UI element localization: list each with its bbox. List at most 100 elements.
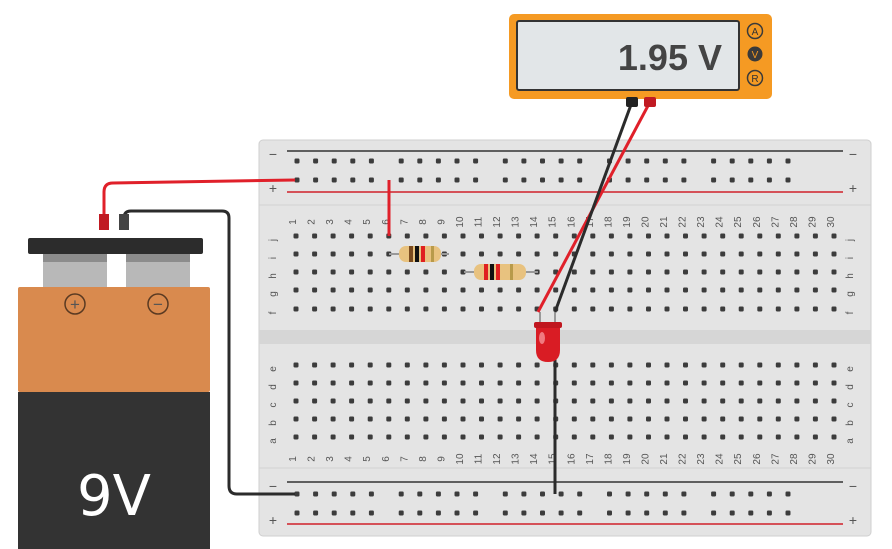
terminal-hole[interactable] [646, 306, 651, 312]
rail-hole[interactable] [711, 510, 717, 516]
terminal-hole[interactable] [757, 233, 763, 239]
terminal-hole[interactable] [775, 306, 781, 312]
probe-jack-black[interactable] [626, 97, 638, 107]
rail-hole[interactable] [625, 158, 631, 164]
wire-battery-positive-to-rail[interactable] [102, 178, 296, 222]
terminal-hole[interactable] [720, 398, 726, 404]
terminal-hole[interactable] [386, 434, 392, 440]
multimeter[interactable]: 1.95 V A V R [509, 14, 772, 107]
rail-hole[interactable] [417, 158, 423, 164]
terminal-hole[interactable] [367, 306, 373, 312]
terminal-hole[interactable] [646, 434, 651, 440]
rail-hole[interactable] [350, 158, 356, 164]
terminal-hole[interactable] [330, 233, 336, 239]
rail-hole[interactable] [748, 491, 754, 497]
terminal-hole[interactable] [349, 398, 355, 404]
terminal-hole[interactable] [534, 434, 540, 440]
rail-hole[interactable] [313, 491, 319, 497]
rail-hole[interactable] [331, 491, 337, 497]
terminal-hole[interactable] [627, 269, 633, 275]
probe-jack-red[interactable] [644, 97, 656, 107]
rail-hole[interactable] [577, 491, 583, 497]
terminal-hole[interactable] [794, 434, 800, 440]
rail-hole[interactable] [748, 177, 754, 183]
terminal-hole[interactable] [386, 398, 392, 404]
terminal-hole[interactable] [553, 233, 559, 239]
rail-hole[interactable] [454, 177, 460, 183]
rail-hole[interactable] [662, 491, 668, 497]
battery-snap-connector[interactable] [28, 238, 203, 254]
terminal-hole[interactable] [553, 287, 559, 293]
terminal-hole[interactable] [775, 398, 781, 404]
terminal-hole[interactable] [683, 269, 688, 275]
terminal-hole[interactable] [534, 362, 540, 368]
terminal-hole[interactable] [646, 380, 651, 386]
terminal-hole[interactable] [571, 306, 577, 312]
terminal-hole[interactable] [701, 251, 707, 257]
terminal-hole[interactable] [757, 380, 763, 386]
rail-hole[interactable] [294, 510, 300, 516]
terminal-hole[interactable] [812, 306, 818, 312]
terminal-hole[interactable] [738, 362, 744, 368]
terminal-hole[interactable] [664, 416, 670, 422]
terminal-hole[interactable] [831, 306, 837, 312]
terminal-hole[interactable] [293, 251, 299, 257]
terminal-hole[interactable] [534, 380, 540, 386]
terminal-hole[interactable] [571, 233, 577, 239]
terminal-hole[interactable] [775, 416, 781, 422]
terminal-hole[interactable] [349, 380, 355, 386]
rail-hole[interactable] [729, 510, 735, 516]
terminal-hole[interactable] [646, 287, 651, 293]
rail-hole[interactable] [521, 158, 527, 164]
terminal-hole[interactable] [701, 233, 707, 239]
terminal-hole[interactable] [460, 251, 466, 257]
rail-hole[interactable] [711, 158, 717, 164]
rail-hole[interactable] [577, 177, 583, 183]
rail-hole[interactable] [681, 177, 687, 183]
terminal-hole[interactable] [608, 269, 614, 275]
terminal-hole[interactable] [349, 287, 355, 293]
rail-hole[interactable] [644, 158, 650, 164]
terminal-hole[interactable] [571, 287, 577, 293]
terminal-hole[interactable] [627, 398, 633, 404]
terminal-hole[interactable] [497, 306, 503, 312]
rail-hole[interactable] [368, 177, 374, 183]
terminal-hole[interactable] [423, 398, 429, 404]
terminal-hole[interactable] [831, 398, 837, 404]
rail-hole[interactable] [681, 510, 687, 516]
rail-hole[interactable] [398, 158, 404, 164]
rail-hole[interactable] [785, 177, 791, 183]
rail-hole[interactable] [417, 177, 423, 183]
terminal-hole[interactable] [423, 380, 429, 386]
terminal-hole[interactable] [293, 380, 299, 386]
rail-hole[interactable] [435, 158, 441, 164]
terminal-hole[interactable] [516, 380, 522, 386]
terminal-hole[interactable] [757, 416, 763, 422]
terminal-hole[interactable] [627, 306, 633, 312]
terminal-hole[interactable] [293, 398, 299, 404]
terminal-hole[interactable] [423, 306, 429, 312]
terminal-hole[interactable] [646, 251, 651, 257]
terminal-hole[interactable] [738, 416, 744, 422]
rail-hole[interactable] [607, 510, 612, 516]
rail-hole[interactable] [625, 491, 631, 497]
terminal-hole[interactable] [312, 416, 318, 422]
terminal-hole[interactable] [460, 380, 466, 386]
terminal-hole[interactable] [738, 380, 744, 386]
rail-hole[interactable] [540, 177, 545, 183]
terminal-hole[interactable] [553, 269, 559, 275]
terminal-hole[interactable] [386, 306, 392, 312]
terminal-hole[interactable] [367, 380, 373, 386]
terminal-hole[interactable] [571, 362, 577, 368]
terminal-hole[interactable] [701, 380, 707, 386]
terminal-hole[interactable] [775, 287, 781, 293]
rail-hole[interactable] [417, 491, 423, 497]
terminal-hole[interactable] [571, 398, 577, 404]
terminal-hole[interactable] [701, 434, 707, 440]
terminal-hole[interactable] [293, 434, 299, 440]
terminal-hole[interactable] [831, 287, 837, 293]
terminal-hole[interactable] [460, 269, 466, 275]
terminal-hole[interactable] [571, 380, 577, 386]
resistor-2[interactable] [464, 264, 538, 280]
